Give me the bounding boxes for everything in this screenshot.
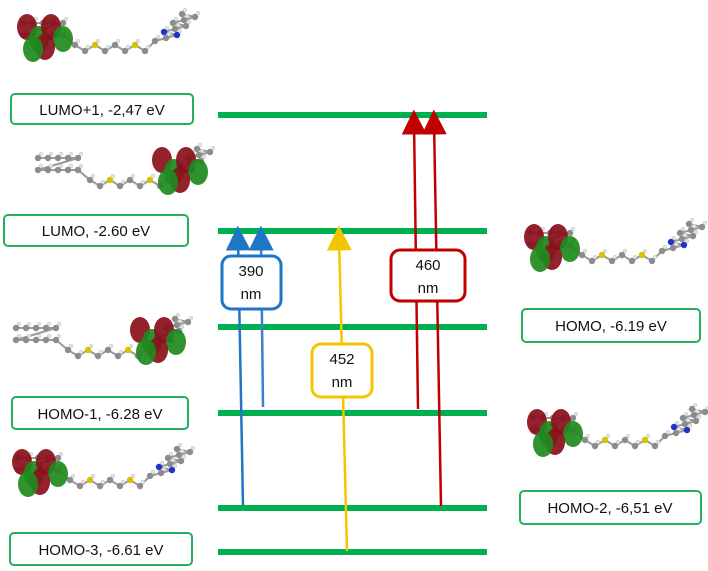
svg-text:LUMO, -2.60 eV: LUMO, -2.60 eV — [42, 223, 150, 240]
transition-arrows — [225, 109, 447, 552]
transition-460-value: 460 — [415, 257, 440, 274]
orbital-label-homo-2: HOMO-2, -6,51 eV — [519, 490, 702, 525]
svg-text:HOMO-1, -6.28 eV: HOMO-1, -6.28 eV — [37, 406, 162, 423]
lumo-molecule — [34, 142, 216, 195]
arrow-460-b — [421, 109, 447, 507]
transition-452-unit: nm — [332, 374, 353, 391]
orbital-label-lumo: LUMO, -2.60 eV — [3, 214, 189, 247]
homo-2-molecule — [527, 402, 708, 457]
transition-460-unit: nm — [418, 280, 439, 297]
svg-text:HOMO-2, -6,51 eV: HOMO-2, -6,51 eV — [547, 500, 672, 517]
svg-text:LUMO+1, -2,47 eV: LUMO+1, -2,47 eV — [39, 102, 164, 119]
homo-molecule — [524, 217, 708, 272]
homo-1-molecule — [12, 312, 194, 365]
transition-390-value: 390 — [238, 263, 263, 280]
transition-460-box: 460 nm — [389, 248, 467, 303]
transition-452-value: 452 — [329, 351, 354, 368]
transition-390-box: 390 nm — [220, 254, 283, 311]
orbital-label-homo: HOMO, -6.19 eV — [521, 308, 701, 343]
orbital-molecule-images — [12, 7, 708, 497]
svg-text:HOMO, -6.19 eV: HOMO, -6.19 eV — [555, 318, 667, 335]
lumo-plus-1-molecule — [17, 7, 201, 62]
orbital-label-lumo-plus-1: LUMO+1, -2,47 eV — [10, 93, 194, 125]
energy-levels — [218, 112, 487, 555]
orbital-label-homo-1: HOMO-1, -6.28 eV — [11, 396, 189, 430]
homo-3-molecule — [12, 442, 196, 497]
orbital-label-homo-3: HOMO-3, -6.61 eV — [9, 532, 193, 566]
svg-text:HOMO-3, -6.61 eV: HOMO-3, -6.61 eV — [38, 542, 163, 559]
transition-390-unit: nm — [241, 286, 262, 303]
transition-452-box: 452 nm — [310, 342, 374, 399]
